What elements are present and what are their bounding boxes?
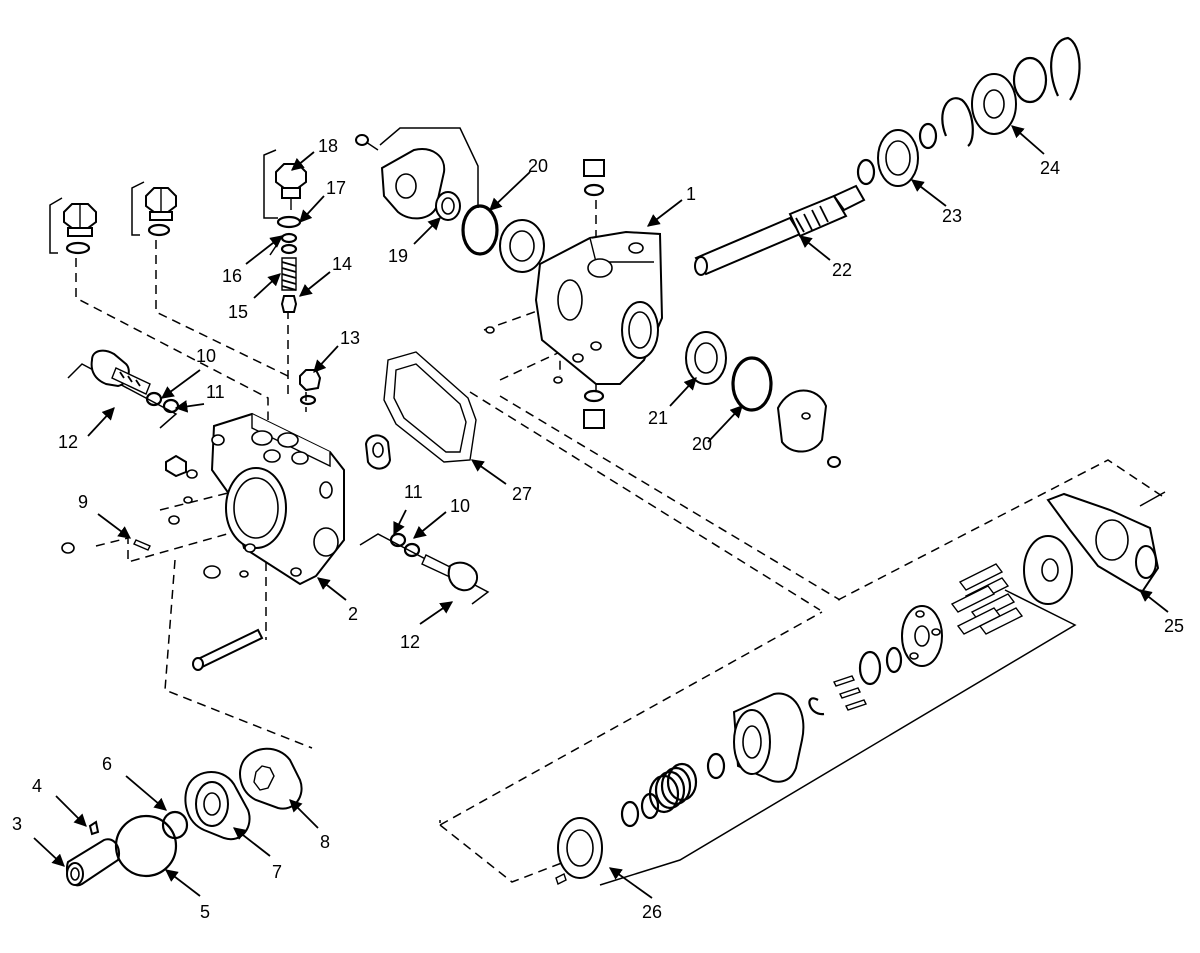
spring-stack bbox=[620, 752, 726, 828]
callout-11-upper: 11 bbox=[206, 382, 225, 402]
callout-4: 4 bbox=[32, 776, 42, 796]
bearing-21 bbox=[685, 331, 727, 385]
cover-plate-bottom bbox=[776, 389, 841, 468]
callout-18: 18 bbox=[318, 136, 338, 156]
bushing bbox=[364, 434, 392, 470]
housing-small-parts bbox=[61, 454, 249, 579]
callout-2: 2 bbox=[348, 604, 358, 624]
gear-housing-7 bbox=[184, 771, 251, 841]
gear-8 bbox=[239, 747, 303, 810]
shaft-22 bbox=[694, 184, 866, 276]
callout-17: 17 bbox=[326, 178, 346, 198]
callout-25: 25 bbox=[1164, 616, 1184, 636]
o-ring-20-top bbox=[461, 204, 499, 256]
pivot-ring bbox=[858, 646, 903, 686]
callout-21: 21 bbox=[648, 408, 668, 428]
pump-housing-1 bbox=[485, 159, 664, 429]
callout-20-upper: 20 bbox=[528, 156, 548, 176]
callout-15: 15 bbox=[228, 302, 248, 322]
callout-26: 26 bbox=[642, 902, 662, 922]
callout-13: 13 bbox=[340, 328, 360, 348]
swash-plate-washer bbox=[1023, 535, 1073, 605]
callout-8: 8 bbox=[320, 832, 330, 852]
callout-11-lower: 11 bbox=[404, 482, 423, 502]
plug-center-left bbox=[145, 187, 177, 237]
relief-valve-upper bbox=[90, 349, 180, 414]
callout-9: 9 bbox=[78, 492, 88, 512]
callout-labels: 1 2 3 4 5 6 7 8 9 10 10 11 11 12 12 13 1… bbox=[12, 136, 1184, 922]
callout-23: 23 bbox=[942, 206, 962, 226]
callout-1: 1 bbox=[686, 184, 696, 204]
callout-19: 19 bbox=[388, 246, 408, 266]
relief-valve-lower bbox=[389, 532, 478, 592]
gasket-27 bbox=[383, 351, 477, 463]
callout-12-upper: 12 bbox=[58, 432, 78, 452]
pins bbox=[808, 675, 867, 716]
callout-20-lower: 20 bbox=[692, 434, 712, 454]
callout-14: 14 bbox=[332, 254, 352, 274]
pistons bbox=[950, 563, 1024, 635]
callout-5: 5 bbox=[200, 902, 210, 922]
group-brackets bbox=[49, 127, 1166, 886]
o-ring-20-bottom bbox=[731, 356, 773, 412]
callout-16: 16 bbox=[222, 266, 242, 286]
rings-5-6 bbox=[114, 810, 189, 878]
retainer-plate bbox=[901, 605, 943, 667]
coupling-3 bbox=[66, 820, 120, 887]
pump-housing-2 bbox=[210, 412, 345, 586]
end-cap-25 bbox=[1046, 492, 1160, 594]
callout-10-upper: 10 bbox=[196, 346, 216, 366]
bearing-top bbox=[499, 219, 545, 273]
cover-plate-top bbox=[355, 134, 461, 221]
bearing-26 bbox=[555, 817, 603, 885]
long-bolt bbox=[192, 628, 264, 671]
callout-6: 6 bbox=[102, 754, 112, 774]
callout-7: 7 bbox=[272, 862, 282, 882]
bearing-23 bbox=[856, 122, 938, 187]
fitting-13 bbox=[299, 369, 322, 406]
callout-10-lower: 10 bbox=[450, 496, 470, 516]
callout-27: 27 bbox=[512, 484, 532, 504]
cylinder-block bbox=[732, 692, 805, 783]
rings-24 bbox=[941, 36, 1081, 147]
callout-3: 3 bbox=[12, 814, 22, 834]
callout-24: 24 bbox=[1040, 158, 1060, 178]
leader-arrows bbox=[33, 125, 1169, 899]
callout-22: 22 bbox=[832, 260, 852, 280]
plug-left bbox=[63, 203, 97, 255]
callout-12-lower: 12 bbox=[400, 632, 420, 652]
